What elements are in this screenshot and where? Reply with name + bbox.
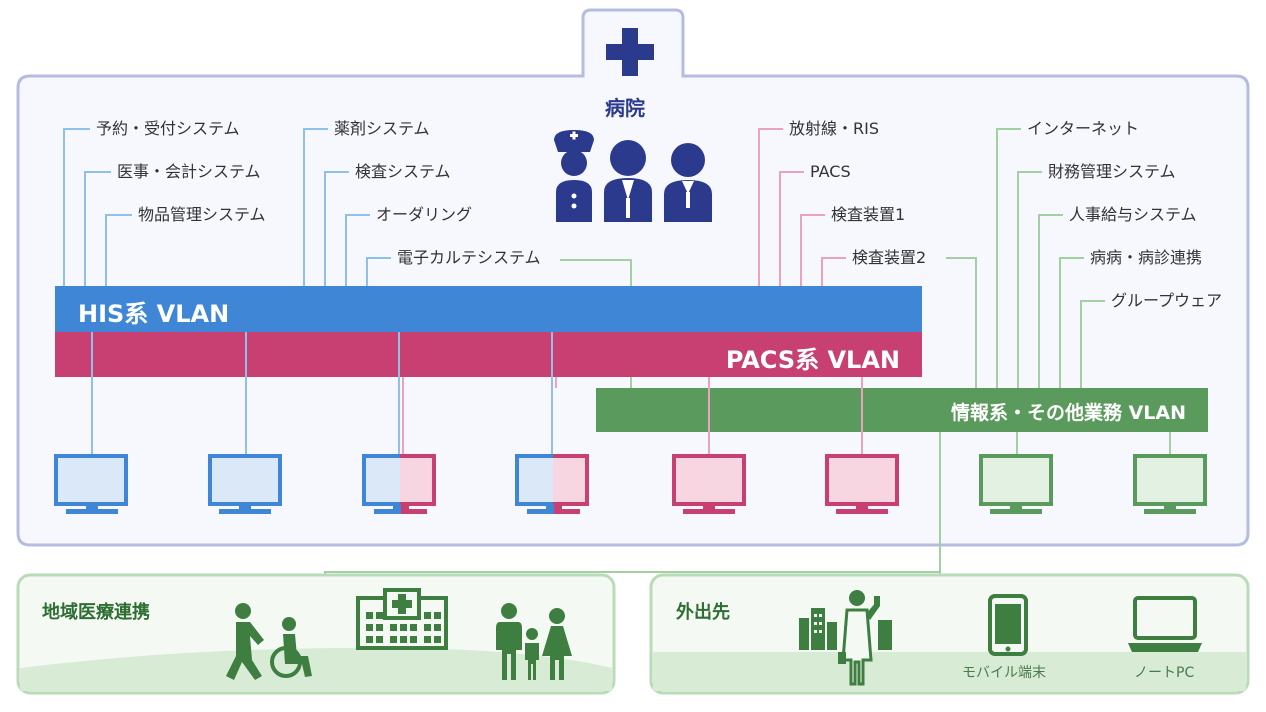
doctor-with-phone-icon xyxy=(838,590,880,686)
his-system-label: 電子カルテシステム xyxy=(397,248,541,267)
info-system-label: グループウェア xyxy=(1111,291,1223,310)
pacs-system-label: 検査装置1 xyxy=(831,205,906,224)
info-system-label: インターネット xyxy=(1027,119,1140,138)
wheelchair-caregiver-icon xyxy=(226,603,312,680)
his-system-label: 予約・受付システム xyxy=(96,119,240,138)
pacs-system-label: PACS xyxy=(810,162,851,181)
terminal-monitor-info-2-icon xyxy=(1133,454,1207,514)
pacs-vlan-label: PACS系 VLAN xyxy=(725,346,900,374)
terminal-monitor-pacs-2-icon xyxy=(825,454,899,514)
pacs-system-label: 放射線・RIS xyxy=(789,119,879,138)
terminal-monitor-info-1-icon xyxy=(979,454,1053,514)
terminal-monitor-his-1-icon xyxy=(54,454,128,514)
his-system-label: 薬剤システム xyxy=(334,119,430,138)
his-system-label: 物品管理システム xyxy=(138,205,266,224)
notebook-pc-icon xyxy=(1128,596,1202,652)
medical-cross-icon xyxy=(606,28,654,76)
pacs-system-label: 検査装置2 xyxy=(852,248,927,267)
regional-title: 地域医療連携 xyxy=(42,602,150,623)
his-system-label: オーダリング xyxy=(376,205,473,224)
mobile-label: モバイル端末 xyxy=(962,665,1046,681)
nurse-icon xyxy=(554,130,594,222)
info-vlan-bar xyxy=(596,388,1208,432)
family-icon xyxy=(496,603,572,680)
his-system-label: 検査システム xyxy=(355,162,451,181)
info-vlan-label: 情報系・その他業務 VLAN xyxy=(950,402,1186,424)
doctor-icon xyxy=(604,140,652,222)
terminal-monitor-pacs-1-icon xyxy=(672,454,746,514)
businessman-icon xyxy=(664,143,712,222)
terminal-monitor-his-pacs-1-icon xyxy=(362,454,436,514)
mobile-phone-icon xyxy=(988,594,1028,656)
terminal-monitor-his-pacs-2-icon xyxy=(515,454,589,514)
info-system-label: 人事給与システム xyxy=(1069,205,1197,224)
info-system-label: 財務管理システム xyxy=(1048,162,1176,181)
notebook-label: ノートPC xyxy=(1134,665,1195,681)
remote-title: 外出先 xyxy=(676,602,730,623)
info-system-label: 病病・病診連携 xyxy=(1090,248,1203,267)
his-vlan-bar xyxy=(55,286,922,332)
terminal-monitor-his-2-icon xyxy=(208,454,282,514)
his-vlan-label: HIS系 VLAN xyxy=(78,300,230,328)
his-system-label: 医事・会計システム xyxy=(117,162,261,181)
hospital-title: 病院 xyxy=(605,96,645,120)
hospital-building-icon xyxy=(356,588,448,650)
hospital-frame xyxy=(16,8,1250,547)
pacs-vlan-bar xyxy=(55,332,922,377)
city-buildings-icon xyxy=(799,608,892,650)
